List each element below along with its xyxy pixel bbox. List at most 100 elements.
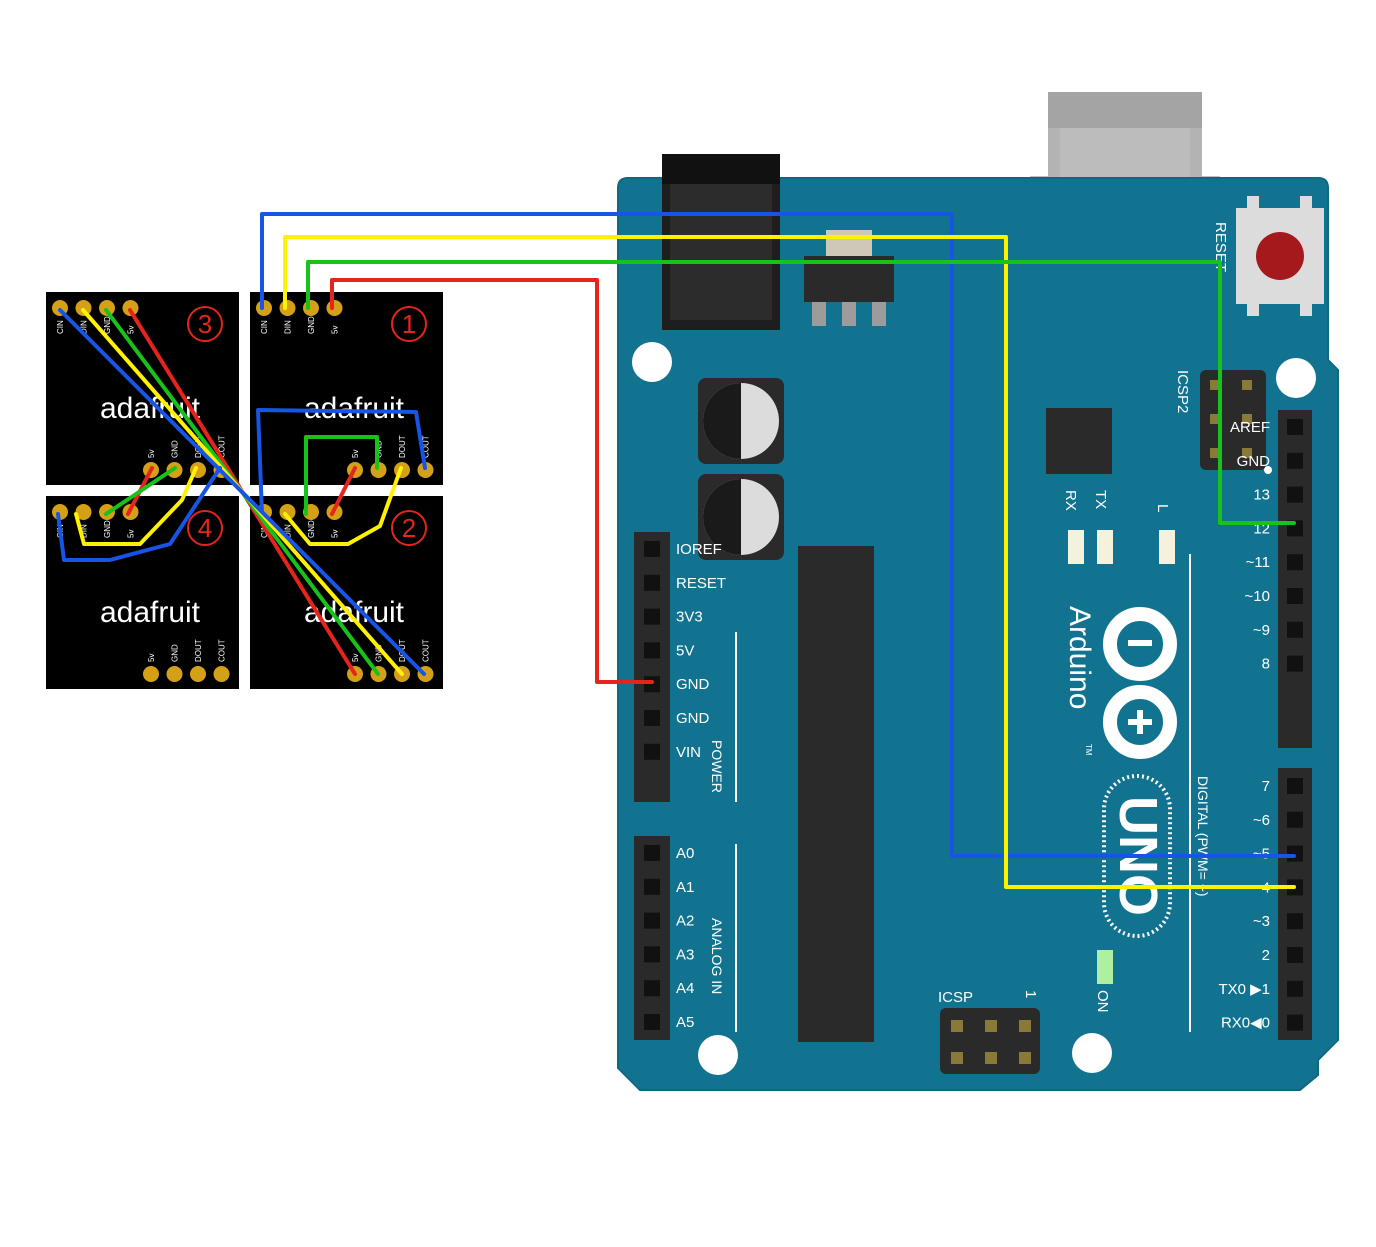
reset-button[interactable] — [1236, 196, 1324, 316]
brand-label: Arduino — [1063, 606, 1096, 709]
analog-pin — [644, 946, 660, 963]
analog-header — [634, 836, 670, 1040]
arduino-infinity-logo — [1103, 607, 1177, 759]
module-pin-label: COUT — [422, 435, 431, 458]
icsp-header — [940, 1008, 1040, 1074]
module-pin-label: DIN — [80, 524, 89, 538]
digital-pin — [1287, 554, 1303, 571]
power-pin — [644, 743, 660, 760]
module-pin-pad — [279, 504, 296, 520]
analog-pin — [644, 912, 660, 929]
icsp2-label: ICSP2 — [1174, 370, 1191, 413]
digital-pin — [1287, 913, 1303, 930]
wire-blue-m2-cout-to-m3-cin — [58, 308, 426, 676]
module-pin-label: DIN — [80, 320, 89, 334]
analog-group-label: ANALOG IN — [709, 918, 725, 994]
wire-blue-m3-cout-to-m4-cin — [56, 466, 222, 562]
digital-pin-label: RX0◀0 — [1221, 1015, 1270, 1032]
power-header — [634, 532, 670, 802]
wire-red-m1-5v-to-m2-5v — [330, 466, 357, 516]
digital-pin — [1287, 419, 1303, 435]
digital-pin-label: ~11 — [1246, 554, 1270, 571]
digital-pin — [1287, 947, 1303, 963]
power-pin — [644, 676, 660, 693]
module-number-circle — [187, 510, 223, 546]
module-number: 1 — [402, 309, 416, 339]
wire-yellow-m1-dout-to-m2-din — [283, 466, 403, 546]
microcontroller-chip — [798, 546, 874, 1042]
module-pin-pad — [99, 300, 115, 316]
mounting-hole — [1072, 1033, 1112, 1073]
module-pin-pad — [326, 300, 343, 316]
reset-button-label: RESET — [1212, 222, 1229, 272]
capacitor — [698, 378, 784, 464]
digital-pin-label: TX0 ▶1 — [1218, 981, 1270, 998]
module-pin-label: 5v — [127, 530, 136, 538]
power-group-label: POWER — [709, 740, 725, 793]
digital-pin — [1287, 588, 1303, 604]
module-number: 4 — [198, 513, 212, 543]
module-pin-label: DOUT — [398, 435, 407, 458]
power-pin-label: GND — [676, 710, 710, 727]
digital-pin — [1287, 655, 1303, 672]
module-pin-pad — [143, 666, 159, 682]
usb-chip — [1046, 408, 1112, 474]
digital-header-lower — [1278, 768, 1312, 1040]
module-pin-label: CIN — [56, 320, 65, 334]
digital-pin-label: GND — [1237, 453, 1271, 470]
module-pin-label: GND — [171, 644, 180, 662]
module-number: 3 — [198, 309, 212, 339]
power-pin — [644, 642, 660, 659]
digital-header-upper — [1278, 410, 1312, 748]
module-pin-label: 5v — [147, 654, 156, 662]
capacitor — [698, 474, 784, 560]
power-pin-label: IOREF — [676, 541, 722, 558]
led-label-l: L — [1154, 504, 1171, 512]
power-pin — [644, 574, 660, 591]
mounting-hole — [632, 342, 672, 382]
on-led — [1097, 950, 1113, 984]
power-pin-label: 3V3 — [676, 609, 703, 626]
digital-pin — [1287, 621, 1303, 638]
mounting-hole — [698, 1035, 738, 1075]
module-pin-label: CIN — [260, 320, 269, 334]
module-pin-pad — [75, 300, 92, 316]
power-pin-label: RESET — [676, 575, 726, 592]
power-pin — [644, 608, 660, 625]
module-pin-label: GND — [375, 644, 384, 662]
module-pin-label: 5v — [331, 326, 340, 334]
analog-pin-label: A5 — [676, 1014, 694, 1031]
module-number-circle — [391, 510, 427, 546]
trademark-label: TM — [1084, 744, 1093, 756]
icsp-label: ICSP — [938, 989, 973, 1006]
module-pin-pad — [52, 504, 68, 520]
l-led — [1159, 530, 1175, 564]
mounting-hole — [1276, 358, 1316, 398]
power-pin — [644, 710, 660, 726]
module-pin-pad — [122, 300, 139, 316]
module-pin-label: GND — [171, 440, 180, 458]
icsp-pin1-label: 1 — [1022, 990, 1039, 998]
module-pin-label: GND — [103, 316, 112, 334]
tx-led — [1097, 530, 1113, 564]
digital-pin — [1287, 778, 1303, 794]
wire-blue-cin-to-pin5 — [260, 212, 1296, 858]
wire-green-m1-gnd-to-m2-gnd — [304, 435, 379, 516]
module-pin-label: DIN — [284, 320, 293, 334]
power-pin — [644, 541, 660, 557]
wire-green-m3-gnd-to-m4-gnd — [104, 466, 177, 516]
module-brand-word: adafruit — [100, 596, 201, 629]
digital-pin — [1287, 811, 1303, 828]
digital-pin-label: 2 — [1262, 947, 1270, 964]
module-pin-label: 5v — [351, 654, 360, 662]
module-pin-pad — [279, 300, 296, 316]
digital-pin — [1287, 1014, 1303, 1031]
digital-pin — [1287, 980, 1303, 997]
power-pin-label: GND — [676, 676, 710, 693]
digital-pin — [1287, 452, 1303, 469]
analog-pin-label: A1 — [676, 879, 694, 896]
wire-green-gnd-to-gnd — [306, 260, 1296, 525]
